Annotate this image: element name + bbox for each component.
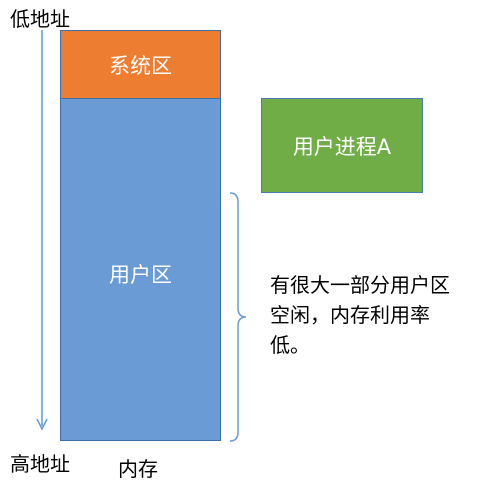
user-process-label: 用户进程A [292, 134, 392, 159]
note-text: 有很大一部分用户区空闲，内存利用率低。 [270, 273, 450, 357]
brace-icon [229, 192, 247, 442]
high-address-label: 高地址 [10, 452, 70, 476]
low-address-label: 低地址 [10, 7, 70, 31]
system-region-label: 系统区 [109, 53, 172, 78]
user-process-block: 用户进程A [261, 98, 423, 193]
user-region-label: 用户区 [109, 263, 172, 287]
user-region: 用户区 [60, 98, 221, 441]
address-direction-arrow [36, 30, 48, 431]
memory-label: 内存 [118, 457, 158, 481]
system-region: 系统区 [60, 30, 221, 99]
